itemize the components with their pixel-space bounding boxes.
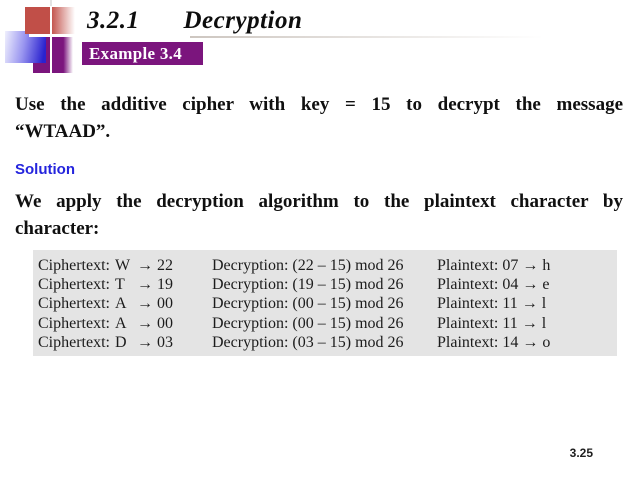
page-number: 3.25 <box>569 446 593 460</box>
logo-vertical-line-faint <box>50 0 52 7</box>
slide-logo <box>0 0 80 80</box>
example-banner: Example 3.4 <box>82 42 203 65</box>
ciphertext-cell: Ciphertext:A → 00 <box>38 294 212 313</box>
table-row: Ciphertext:A → 00 Decryption: (00 – 15) m… <box>38 294 617 313</box>
decryption-cell: Decryption: (00 – 15) mod 26 <box>212 295 404 313</box>
ciphertext-value: → 03 <box>136 333 173 351</box>
ciphertext-cell: Ciphertext:W → 22 <box>38 256 212 275</box>
logo-vertical-line <box>49 6 52 74</box>
decryption-cell: Decryption: (22 – 15) mod 26 <box>212 257 404 274</box>
ciphertext-label: Ciphertext: <box>38 295 110 313</box>
ciphertext-label: Ciphertext: <box>38 314 110 332</box>
solution-label: Solution <box>15 161 75 178</box>
ciphertext-value: → 00 <box>136 314 173 332</box>
problem-line-1: Use the additive cipher with key = 15 to… <box>15 94 623 115</box>
ciphertext-char: W <box>114 257 131 274</box>
problem-line-2: “WTAAD”. <box>15 121 111 142</box>
ciphertext-cell: Ciphertext:A → 00 <box>38 314 212 333</box>
ciphertext-cell: Ciphertext:T → 19 <box>38 275 212 294</box>
logo-horizontal-line <box>29 34 75 37</box>
decryption-cell: Decryption: (00 – 15) mod 26 <box>212 314 404 332</box>
decryption-cell: Decryption: (03 – 15) mod 26 <box>212 333 404 351</box>
section-name: Decryption <box>183 7 303 34</box>
title-underline <box>190 36 562 38</box>
ciphertext-cell: Ciphertext:D → 03 <box>38 333 212 352</box>
section-number: 3.2.1 <box>87 7 140 34</box>
problem-statement: Use the additive cipher with key = 15 to… <box>15 91 623 145</box>
ciphertext-char: A <box>114 314 127 332</box>
ciphertext-label: Ciphertext: <box>38 257 110 274</box>
table-row: Ciphertext:D → 03 Decryption: (03 – 15) m… <box>38 333 617 352</box>
plaintext-cell: Plaintext: 07 → h <box>437 257 551 274</box>
table-row: Ciphertext:W → 22 Decryption: (22 – 15) m… <box>38 256 617 275</box>
ciphertext-char: A <box>114 295 127 313</box>
table-row: Ciphertext:A → 00 Decryption: (00 – 15) m… <box>38 314 617 333</box>
plaintext-cell: Plaintext: 04 → e <box>437 276 550 294</box>
table-row: Ciphertext:T → 19 Decryption: (19 – 15) m… <box>38 275 617 294</box>
solution-line-2: character: <box>15 218 100 239</box>
solution-line-1: We apply the decryption algorithm to the… <box>15 191 623 212</box>
ciphertext-char: T <box>114 276 125 294</box>
plaintext-cell: Plaintext: 11 → l <box>437 314 547 332</box>
ciphertext-char: D <box>114 333 127 351</box>
ciphertext-label: Ciphertext: <box>38 276 110 294</box>
page-title: 3.2.1 Decryption <box>87 6 302 36</box>
decryption-cell: Decryption: (19 – 15) mod 26 <box>212 276 404 294</box>
plaintext-cell: Plaintext: 14 → o <box>437 333 551 351</box>
ciphertext-label: Ciphertext: <box>38 333 110 351</box>
plaintext-cell: Plaintext: 11 → l <box>437 295 547 313</box>
ciphertext-value: → 19 <box>136 276 173 294</box>
ciphertext-value: → 22 <box>136 257 173 274</box>
decryption-table: Ciphertext:W→ 22 Decryption: (22 – 15) m… <box>33 250 617 356</box>
ciphertext-value: → 00 <box>136 295 173 313</box>
solution-description: We apply the decryption algorithm to the… <box>15 188 623 242</box>
